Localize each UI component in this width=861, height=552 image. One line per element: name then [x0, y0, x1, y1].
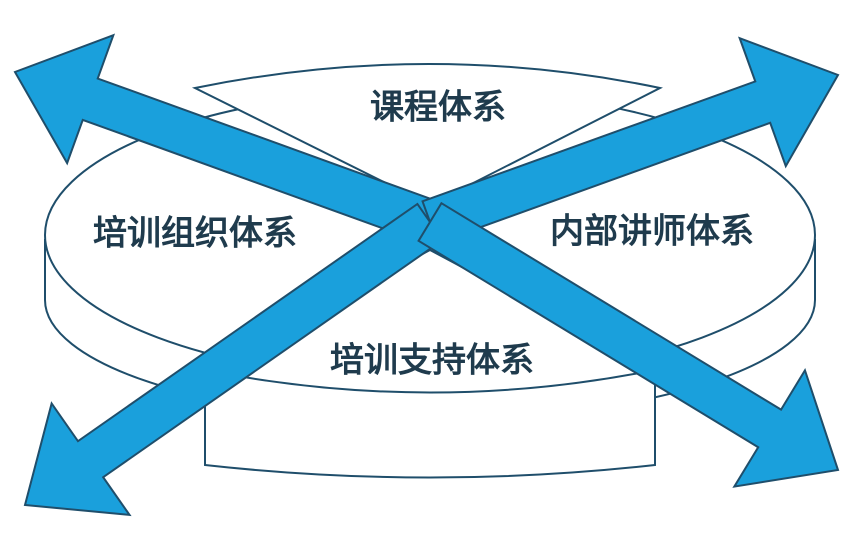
front-segment-top	[202, 248, 658, 394]
arrow-bottom-right	[417, 201, 840, 488]
segment-label-curriculum: 课程体系	[370, 87, 506, 128]
arrow-top-left	[13, 33, 439, 244]
segment-label-training-support: 培训支持体系	[330, 340, 534, 381]
front-segment-side	[204, 369, 656, 479]
top-segment	[191, 63, 663, 207]
segment-label-internal-trainers: 内部讲师体系	[550, 211, 754, 252]
arrow-top-right	[421, 36, 840, 244]
segment-label-training-organization: 培训组织体系	[93, 213, 297, 254]
arrow-bottom-left	[23, 202, 444, 517]
